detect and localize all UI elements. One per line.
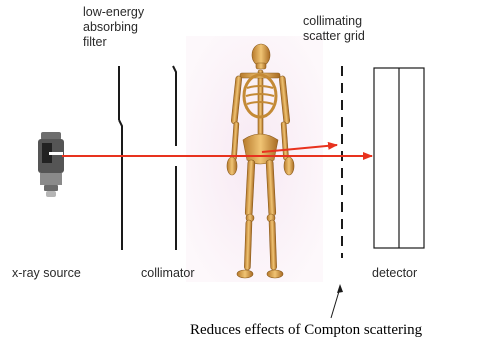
detector-label: detector	[372, 266, 417, 281]
xray-tube-icon	[38, 132, 64, 197]
collimator-label: collimator	[141, 266, 195, 281]
filter-label-line-1: low-energy	[83, 5, 144, 20]
filter-label-line-3: filter	[83, 35, 144, 50]
caption-pointer-head	[337, 284, 343, 293]
absorbing-filter	[119, 66, 122, 250]
scatter-grid-label-line-1: collimating	[303, 14, 365, 29]
filter-label: low-energy absorbing filter	[83, 5, 144, 50]
scatter-grid-label-line-2: scatter grid	[303, 29, 365, 44]
detector	[374, 68, 424, 248]
compton-caption: Reduces effects of Compton scattering	[190, 322, 422, 339]
scatter-grid-label: collimating scatter grid	[303, 14, 365, 44]
xray-source-label: x-ray source	[12, 266, 81, 281]
collimator-plates	[173, 66, 176, 250]
filter-label-line-2: absorbing	[83, 20, 144, 35]
